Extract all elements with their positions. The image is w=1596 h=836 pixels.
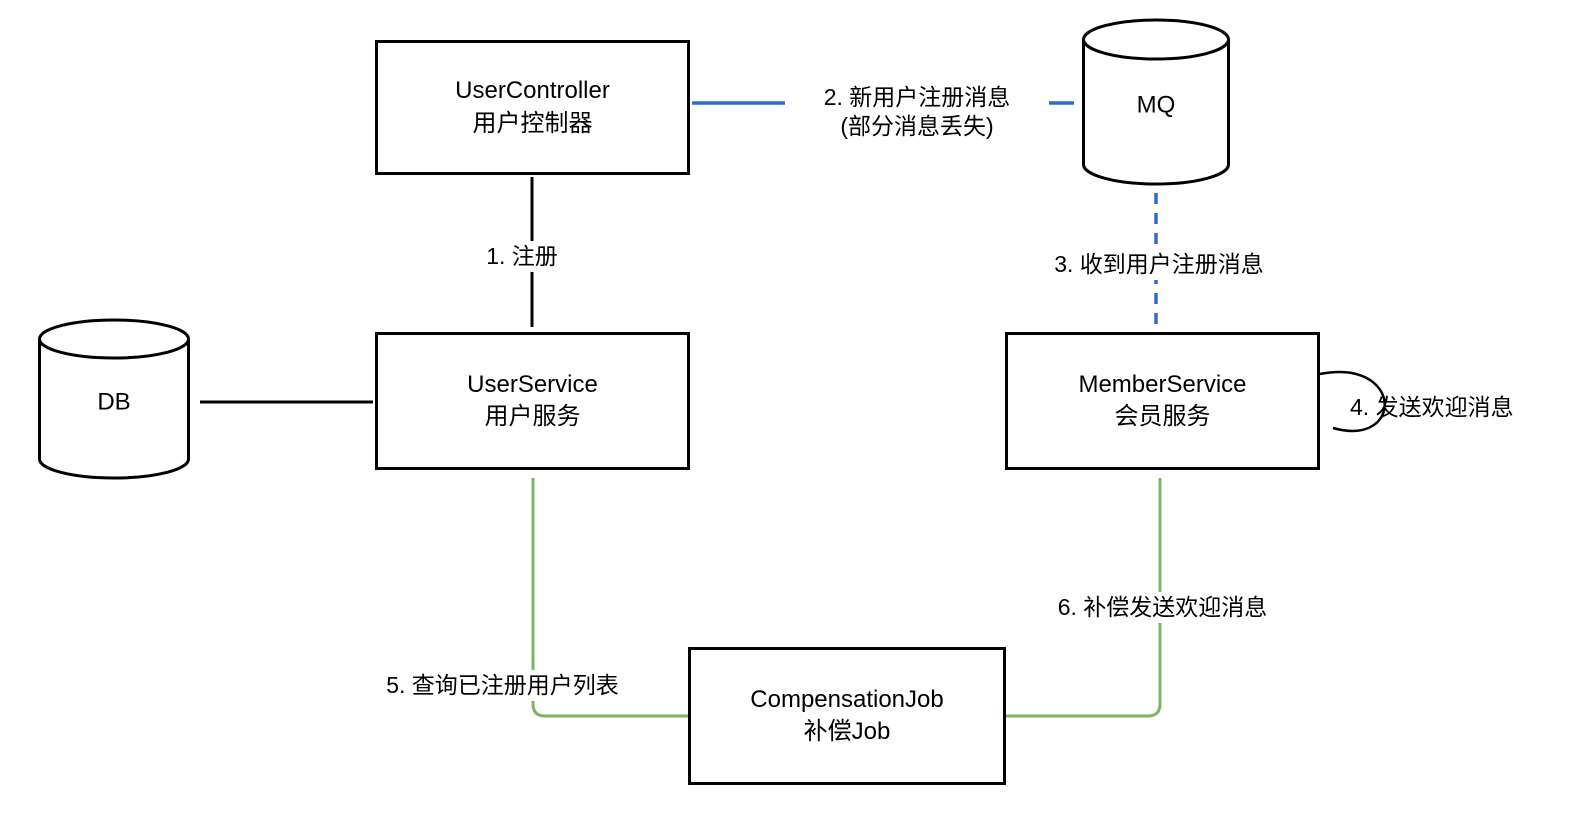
edge-label-new-user-message: 2. 新用户注册消息 (部分消息丢失) <box>785 82 1049 142</box>
edge-query-users-arrow <box>531 478 688 718</box>
edge-label-query-users: 5. 查询已注册用户列表 <box>358 670 647 701</box>
node-db: DB <box>38 318 190 480</box>
node-user-controller-name: UserController <box>455 77 610 105</box>
edge-label-new-user-message-line2: (部分消息丢失) <box>840 112 994 139</box>
node-user-service: UserService 用户服务 <box>375 332 690 470</box>
node-compensation-job: CompensationJob 补偿Job <box>688 647 1006 785</box>
edge-label-register: 1. 注册 <box>440 241 604 272</box>
node-user-controller: UserController 用户控制器 <box>375 40 690 175</box>
db-cylinder-icon <box>38 318 190 480</box>
edge-compensate-welcome-arrow <box>1006 478 1162 718</box>
edge-label-send-welcome: 4. 发送欢迎消息 <box>1350 394 1514 420</box>
node-user-service-subtitle: 用户服务 <box>484 403 581 430</box>
node-mq-label: MQ <box>1136 91 1176 119</box>
node-user-controller-subtitle: 用户控制器 <box>472 109 593 137</box>
node-member-service-name: MemberService <box>1078 370 1247 398</box>
mq-cylinder-icon <box>1082 18 1230 186</box>
node-db-label: DB <box>97 388 131 416</box>
edge-label-new-user-message-line1: 2. 新用户注册消息 <box>823 84 1011 110</box>
node-member-service: MemberService 会员服务 <box>1005 332 1320 470</box>
node-mq: MQ <box>1082 18 1230 186</box>
edge-label-receive-message: 3. 收到用户注册消息 <box>1028 249 1290 280</box>
node-compensation-job-subtitle: 补偿Job <box>803 718 891 745</box>
edge-send-welcome-loop-arrow <box>1319 370 1386 433</box>
edge-label-compensate-welcome: 6. 补偿发送欢迎消息 <box>1028 592 1297 623</box>
node-user-service-name: UserService <box>467 370 598 398</box>
node-compensation-job-name: CompensationJob <box>750 685 944 713</box>
node-member-service-subtitle: 会员服务 <box>1114 403 1211 430</box>
